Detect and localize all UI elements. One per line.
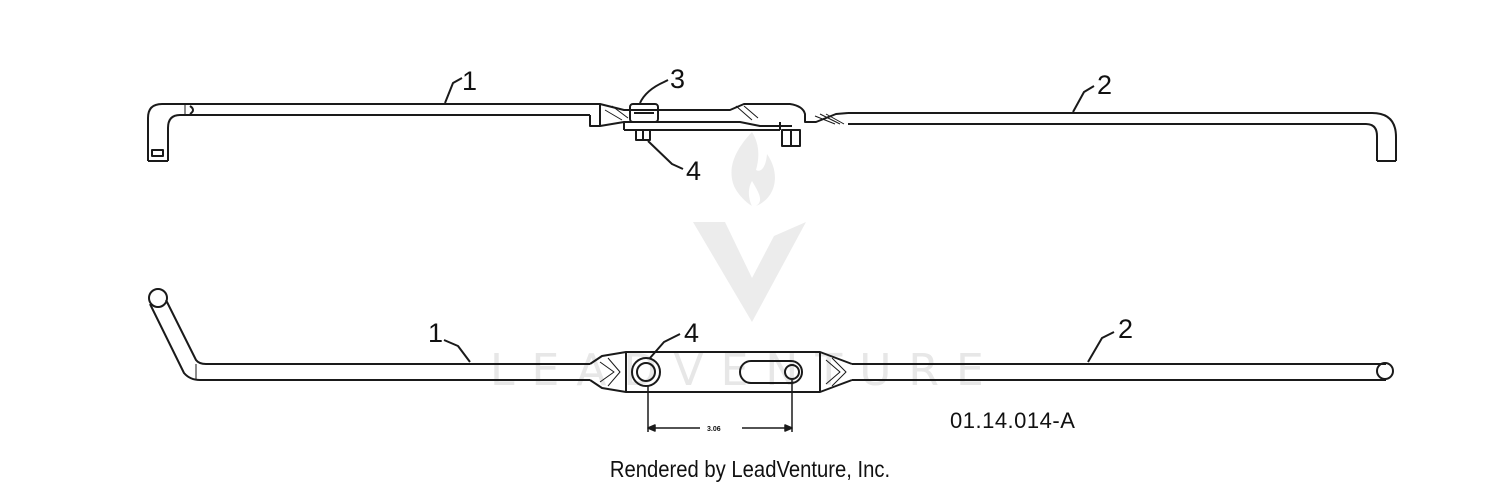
credit-text: Rendered by LeadVenture, Inc. (609, 456, 891, 482)
leader-bottom-4 (649, 333, 681, 359)
leader-bottom-2 (1087, 331, 1115, 363)
top-view (147, 77, 1397, 170)
rod-1-bottom (148, 288, 590, 381)
leader-top-2 (1072, 85, 1095, 113)
callout-top-4: 4 (686, 156, 701, 186)
watermark-text: LEADVENTURE (490, 345, 1001, 396)
bottom-view (148, 288, 1394, 432)
v-logo-icon (693, 222, 806, 322)
callout-top-1: 1 (462, 66, 477, 96)
coupler-plate-bottom (589, 351, 853, 393)
rod-2-bottom (852, 362, 1394, 381)
callout-bottom-2: 2 (1118, 314, 1133, 344)
leader-top-3 (639, 79, 669, 104)
flame-icon (731, 132, 775, 206)
part-number-label: 01.14.014-A (950, 408, 1075, 433)
leader-top-4 (647, 140, 684, 170)
callout-bottom-1: 1 (428, 318, 443, 348)
callout-bottom-4: 4 (684, 318, 699, 348)
dimension-label: 3.06 (707, 426, 721, 433)
leader-bottom-1 (443, 339, 471, 363)
rod-1-top (147, 103, 590, 162)
leader-top-1 (444, 77, 463, 104)
rod-2-top (848, 112, 1397, 162)
callout-top-2: 2 (1097, 70, 1112, 100)
coupler-assembly-top (589, 103, 849, 147)
adjust-slot-icon (739, 360, 803, 384)
leadventure-watermark: LEADVENTURE (490, 132, 1001, 396)
callout-top-3: 3 (670, 64, 685, 94)
bolt-hole-icon (631, 357, 661, 387)
dimension-label-bg (700, 423, 742, 433)
